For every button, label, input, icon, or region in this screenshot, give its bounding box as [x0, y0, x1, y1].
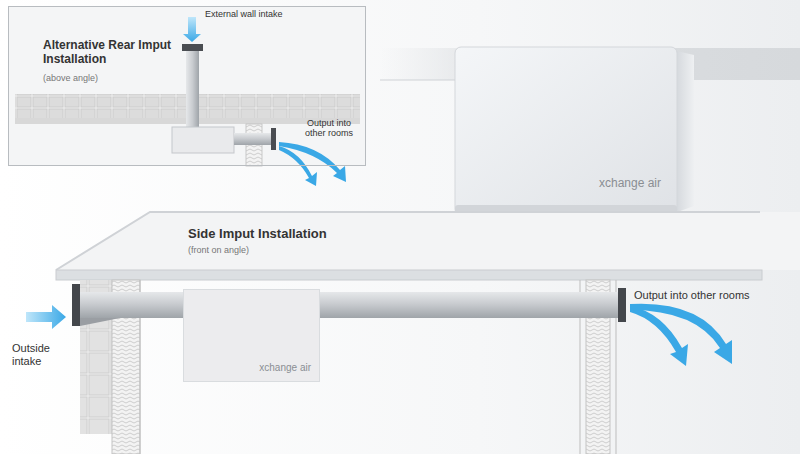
panel-heading: Alternative Rear Imput Installation — [43, 39, 183, 67]
output-label: Output into other rooms — [634, 289, 750, 302]
product-unit: xchange air — [455, 47, 677, 215]
intake-label: Outside intake — [12, 342, 64, 367]
inset-panel: Alternative Rear Imput Installation (abov… — [8, 6, 366, 166]
panel-subheading: (above angle) — [43, 73, 98, 83]
section-heading: Side Imput Installation — [188, 227, 327, 242]
vent-unit: xchange air — [183, 289, 320, 382]
section-subheading: (front on angle) — [188, 245, 249, 255]
output-label: Output into other rooms — [300, 118, 358, 139]
brand-text: xchange air — [599, 177, 661, 191]
brand-text: xchange air — [259, 362, 311, 374]
intake-label: External wall intake — [205, 9, 283, 19]
